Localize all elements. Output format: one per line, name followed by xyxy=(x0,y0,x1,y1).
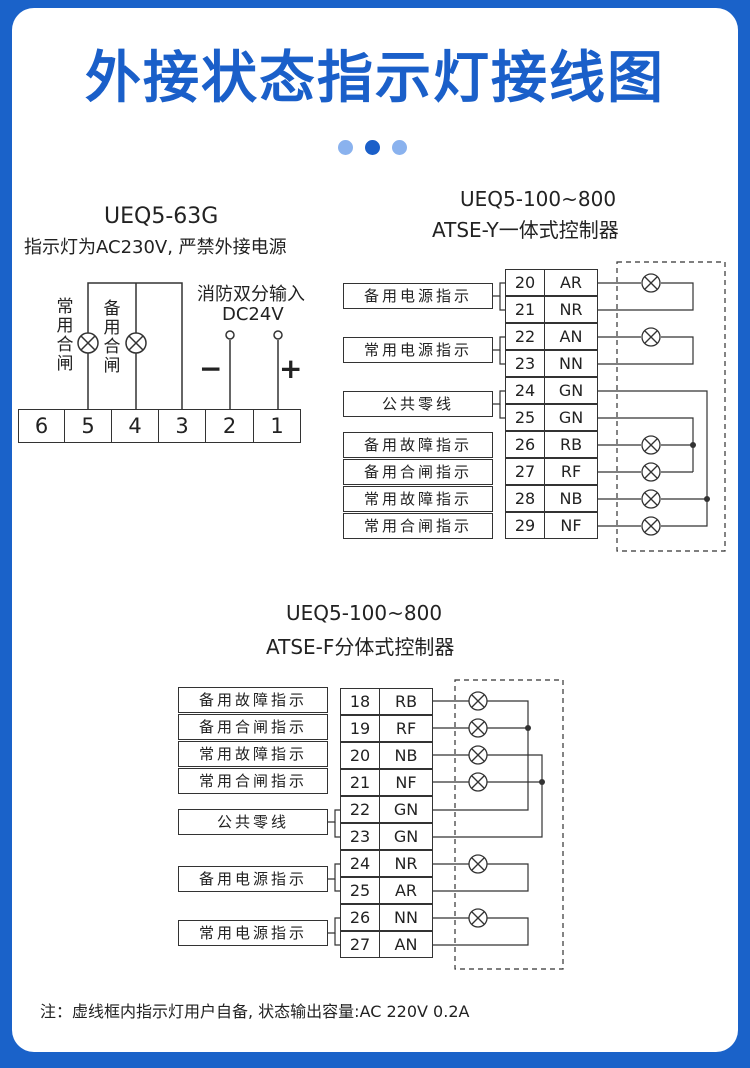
lamp-icon xyxy=(468,772,488,792)
function-label: 常用电源指示 xyxy=(343,337,493,363)
lamp-icon xyxy=(641,435,661,455)
function-label: 备用电源指示 xyxy=(343,283,493,309)
minus-sign: − xyxy=(199,352,223,385)
lamp-icon xyxy=(641,273,661,293)
lamp-icon xyxy=(468,908,488,928)
plus-sign: + xyxy=(279,352,303,385)
function-label: 常用故障指示 xyxy=(178,741,328,767)
lamp-icon xyxy=(468,718,488,738)
fire-input-label: 消防双分输入 xyxy=(197,284,305,305)
bottom-terminal: 3 xyxy=(158,409,206,443)
bottom-terminal: 2 xyxy=(205,409,254,443)
terminal-code: GN xyxy=(379,823,433,850)
terminal-number: 26 xyxy=(340,904,380,931)
terminal-code: GN xyxy=(544,377,598,404)
backup-close-vertical-label: 备用合闸 xyxy=(103,299,121,376)
terminal-code: AN xyxy=(544,323,598,350)
lamp-icon xyxy=(468,745,488,765)
terminal-code: NN xyxy=(544,350,598,377)
function-label: 常用故障指示 xyxy=(343,486,493,512)
terminal-code: GN xyxy=(544,404,598,431)
terminal-post-icon xyxy=(273,330,283,340)
lamp-icon xyxy=(468,691,488,711)
terminal-number: 28 xyxy=(505,485,545,512)
model-63g-title: UEQ5-63G xyxy=(104,204,219,229)
model-63g-note: 指示灯为AC230V, 严禁外接电源 xyxy=(24,237,287,258)
terminal-code: RB xyxy=(544,431,598,458)
terminal-number: 27 xyxy=(505,458,545,485)
terminal-code: NF xyxy=(544,512,598,539)
function-label: 备用电源指示 xyxy=(178,866,328,892)
terminal-code: AR xyxy=(379,877,433,904)
terminal-code: RF xyxy=(379,715,433,742)
terminal-number: 25 xyxy=(340,877,380,904)
terminal-number: 23 xyxy=(340,823,380,850)
footnote: 注：虚线框内指示灯用户自备, 状态输出容量:AC 220V 0.2A xyxy=(40,1002,470,1021)
terminal-code: AN xyxy=(379,931,433,958)
terminal-number: 26 xyxy=(505,431,545,458)
model-f-title: UEQ5-100~800 xyxy=(286,601,443,625)
lamp-icon xyxy=(125,332,147,354)
terminal-code: AR xyxy=(544,269,598,296)
function-label: 常用合闸指示 xyxy=(178,768,328,794)
function-label: 公共零线 xyxy=(178,809,328,835)
terminal-code: NB xyxy=(379,742,433,769)
terminal-code: NF xyxy=(379,769,433,796)
terminal-number: 27 xyxy=(340,931,380,958)
pagination-dot xyxy=(338,140,353,155)
pagination-dot-active xyxy=(365,140,380,155)
function-label: 公共零线 xyxy=(343,391,493,417)
terminal-code: GN xyxy=(379,796,433,823)
lamp-icon xyxy=(77,332,99,354)
lamp-icon xyxy=(468,854,488,874)
terminal-number: 20 xyxy=(505,269,545,296)
terminal-number: 21 xyxy=(340,769,380,796)
normal-close-vertical-label: 常用合闸 xyxy=(56,297,74,374)
terminal-code: RF xyxy=(544,458,598,485)
lamp-icon xyxy=(641,516,661,536)
model-y-subtitle: ATSE-Y一体式控制器 xyxy=(432,218,619,242)
terminal-post-icon xyxy=(225,330,235,340)
lamp-icon xyxy=(641,489,661,509)
page-title: 外接状态指示灯接线图 xyxy=(85,46,665,111)
function-label: 备用故障指示 xyxy=(343,432,493,458)
terminal-number: 19 xyxy=(340,715,380,742)
function-label: 常用电源指示 xyxy=(178,920,328,946)
terminal-number: 25 xyxy=(505,404,545,431)
function-label: 备用合闸指示 xyxy=(178,714,328,740)
model-f-subtitle: ATSE-F分体式控制器 xyxy=(266,635,455,659)
dc24v-label: DC24V xyxy=(222,304,284,325)
lamp-icon xyxy=(641,462,661,482)
function-label: 备用故障指示 xyxy=(178,687,328,713)
terminal-code: NN xyxy=(379,904,433,931)
lamp-icon xyxy=(641,327,661,347)
terminal-code: NR xyxy=(379,850,433,877)
pagination-dot xyxy=(392,140,407,155)
terminal-number: 22 xyxy=(340,796,380,823)
function-label: 常用合闸指示 xyxy=(343,513,493,539)
bottom-terminal: 4 xyxy=(111,409,159,443)
terminal-code: RB xyxy=(379,688,433,715)
bottom-terminal: 5 xyxy=(64,409,112,443)
model-y-title: UEQ5-100~800 xyxy=(460,187,617,211)
function-label: 备用合闸指示 xyxy=(343,459,493,485)
terminal-code: NR xyxy=(544,296,598,323)
terminal-number: 20 xyxy=(340,742,380,769)
terminal-code: NB xyxy=(544,485,598,512)
terminal-number: 23 xyxy=(505,350,545,377)
bottom-terminal: 1 xyxy=(253,409,301,443)
terminal-number: 24 xyxy=(340,850,380,877)
